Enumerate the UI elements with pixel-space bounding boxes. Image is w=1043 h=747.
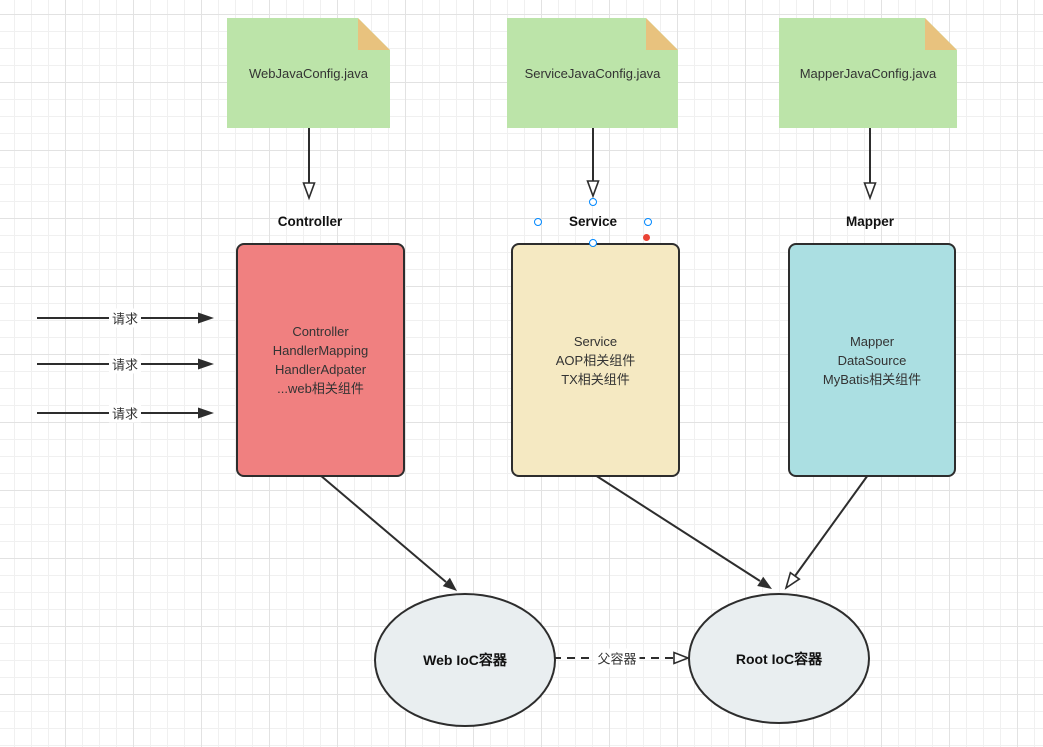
edge-serviceconfig-to-service[interactable] <box>586 128 600 199</box>
edge-mapperconfig-to-mapper[interactable] <box>863 128 877 201</box>
request-edge-label: 请求 <box>108 354 142 374</box>
selection-handle-rotate-red[interactable] <box>643 234 650 241</box>
selection-handle-left[interactable] <box>534 218 542 226</box>
ellipse-label: Web IoC容器 <box>423 652 507 668</box>
edge-webconfig-to-controller[interactable] <box>302 128 316 201</box>
box-line: Service <box>573 333 618 349</box>
layer-title-controller: Controller <box>277 214 343 229</box>
selection-handle-bottom[interactable] <box>589 239 597 247</box>
parent-edge-label: 父容器 <box>594 648 640 668</box>
document-label: ServiceJavaConfig.java <box>524 65 661 81</box>
box-line: HandlerMapping <box>272 343 369 358</box>
service-box[interactable]: Service AOP相关组件 TX相关组件 <box>511 243 680 477</box>
box-line: DataSource <box>837 352 907 368</box>
request-edge-label: 请求 <box>108 308 142 328</box>
document-servicejavaconfig[interactable]: ServiceJavaConfig.java <box>507 18 678 128</box>
layer-title-service: Service <box>568 214 618 229</box>
mapper-box[interactable]: Mapper DataSource MyBatis相关组件 <box>788 243 956 477</box>
box-line: TX相关组件 <box>561 371 630 387</box>
document-label: WebJavaConfig.java <box>249 65 368 81</box>
layer-title-mapper: Mapper <box>845 214 895 229</box>
document-webjavaconfig[interactable]: WebJavaConfig.java <box>227 18 390 128</box>
web-ioc-container-ellipse[interactable]: Web IoC容器 <box>374 593 556 727</box>
selection-handle-right[interactable] <box>644 218 652 226</box>
edge-mapper-to-rootioc[interactable] <box>784 474 869 590</box>
box-line: HandlerAdpater <box>274 362 367 377</box>
edge-service-to-rootioc[interactable] <box>594 474 772 589</box>
document-label: MapperJavaConfig.java <box>799 65 937 81</box>
edge-controller-to-webioc[interactable] <box>319 474 457 591</box>
selection-handle-top[interactable] <box>589 198 597 206</box>
box-line: AOP相关组件 <box>555 352 636 368</box>
ellipse-label: Root IoC容器 <box>735 650 823 667</box>
box-line: ...web相关组件 <box>277 381 364 396</box>
document-mapperjavaconfig[interactable]: MapperJavaConfig.java <box>779 18 957 128</box>
box-line: MyBatis相关组件 <box>822 371 922 387</box>
request-edge-label: 请求 <box>108 403 142 423</box>
root-ioc-container-ellipse[interactable]: Root IoC容器 <box>688 593 870 724</box>
box-line: Controller <box>292 324 349 339</box>
box-line: Mapper <box>849 333 895 349</box>
controller-box[interactable]: Controller HandlerMapping HandlerAdpater… <box>236 243 405 477</box>
